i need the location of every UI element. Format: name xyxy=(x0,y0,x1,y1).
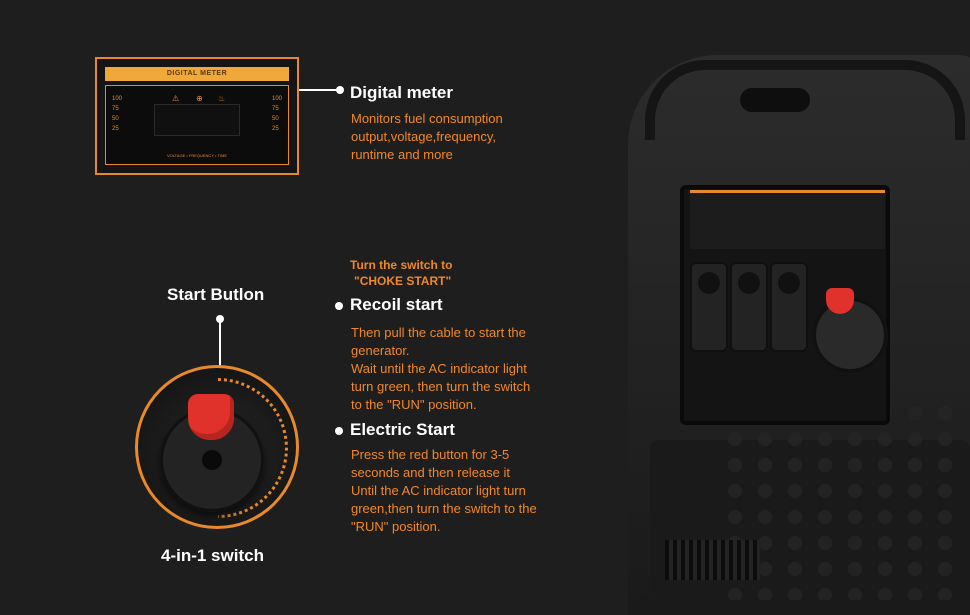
warning-icon: ⚠ xyxy=(172,94,180,103)
digital-meter-image: DIGITAL METER 100 75 50 25 100 75 50 25 … xyxy=(95,57,299,175)
meter-scale-right: 100 75 50 25 xyxy=(271,96,282,132)
knob-hole xyxy=(202,450,222,470)
red-start-button xyxy=(188,394,234,440)
meter-lcd xyxy=(154,104,240,136)
generator-red-button xyxy=(826,288,854,314)
generator-outlet xyxy=(730,262,768,352)
electric-heading: Electric Start xyxy=(350,420,455,439)
meter-callout-dot xyxy=(336,86,344,94)
generator-panel-meter-strip xyxy=(690,190,885,249)
generator-vent xyxy=(665,540,760,580)
generator-outlet xyxy=(770,262,808,352)
oil-icon: ♨ xyxy=(218,94,226,103)
recoil-pre-text: Turn the switch to "CHOKE START" xyxy=(350,258,453,288)
switch-closeup-image xyxy=(135,365,299,529)
recoil-bullet xyxy=(335,302,343,310)
switch-label: 4-in-1 switch xyxy=(161,546,264,565)
meter-footer: VOLTAGE • FREQUENCY • TIME xyxy=(166,153,228,158)
digital-meter-heading: Digital meter xyxy=(350,83,453,102)
generator-outlet xyxy=(690,262,728,352)
electric-bullet xyxy=(335,427,343,435)
electric-description: Press the red button for 3-5 seconds and… xyxy=(351,447,537,534)
digital-meter-description: Monitors fuel consumption output,voltage… xyxy=(351,111,503,162)
recoil-description: Then pull the cable to start the generat… xyxy=(351,325,531,412)
meter-screen: 100 75 50 25 100 75 50 25 ⚠ ⊕ ♨ VOLTAGE … xyxy=(105,85,289,165)
generator-hex-pattern xyxy=(720,400,960,600)
generator-handle xyxy=(645,60,965,140)
power-icon: ⊕ xyxy=(196,94,203,103)
start-button-label: Start Butlon xyxy=(167,285,265,304)
meter-title: DIGITAL METER xyxy=(105,67,289,81)
start-button-connector xyxy=(219,322,221,400)
meter-scale-left: 100 75 50 25 xyxy=(112,96,123,132)
meter-connector-line xyxy=(299,89,339,91)
switch-knob xyxy=(160,408,264,512)
start-button-dot xyxy=(216,315,224,323)
generator-grip xyxy=(740,88,810,112)
recoil-heading: Recoil start xyxy=(350,295,443,314)
